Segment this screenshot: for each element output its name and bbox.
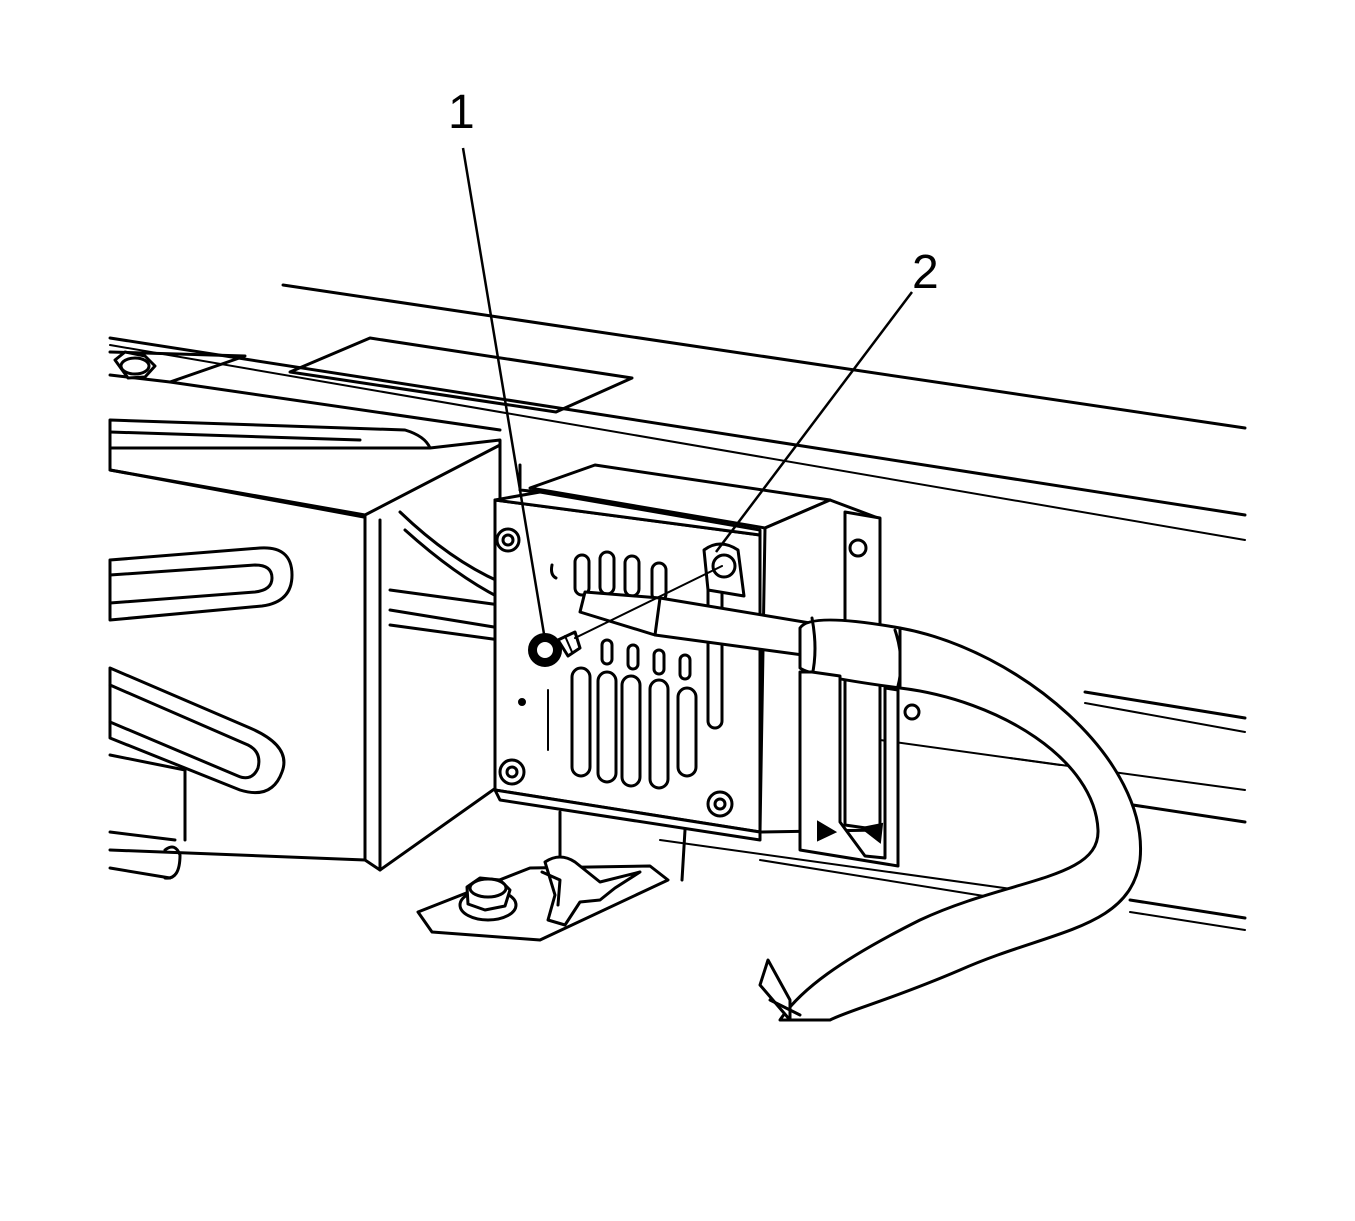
leader-line-1 [461,147,547,641]
top-plate-outline [288,336,634,414]
lower-mounting-bracket [416,810,687,942]
bolt-fastener [528,630,582,667]
left-housing [108,418,502,880]
wiring-conduit [578,590,1142,1022]
leader-line-2 [715,291,913,553]
callout-label-2: 2 [912,246,939,299]
upper-left-bracket [108,350,502,432]
alignment-guide-line [574,565,723,639]
mounting-tab-hole [702,542,746,598]
callout-label-1: 1 [448,86,475,139]
